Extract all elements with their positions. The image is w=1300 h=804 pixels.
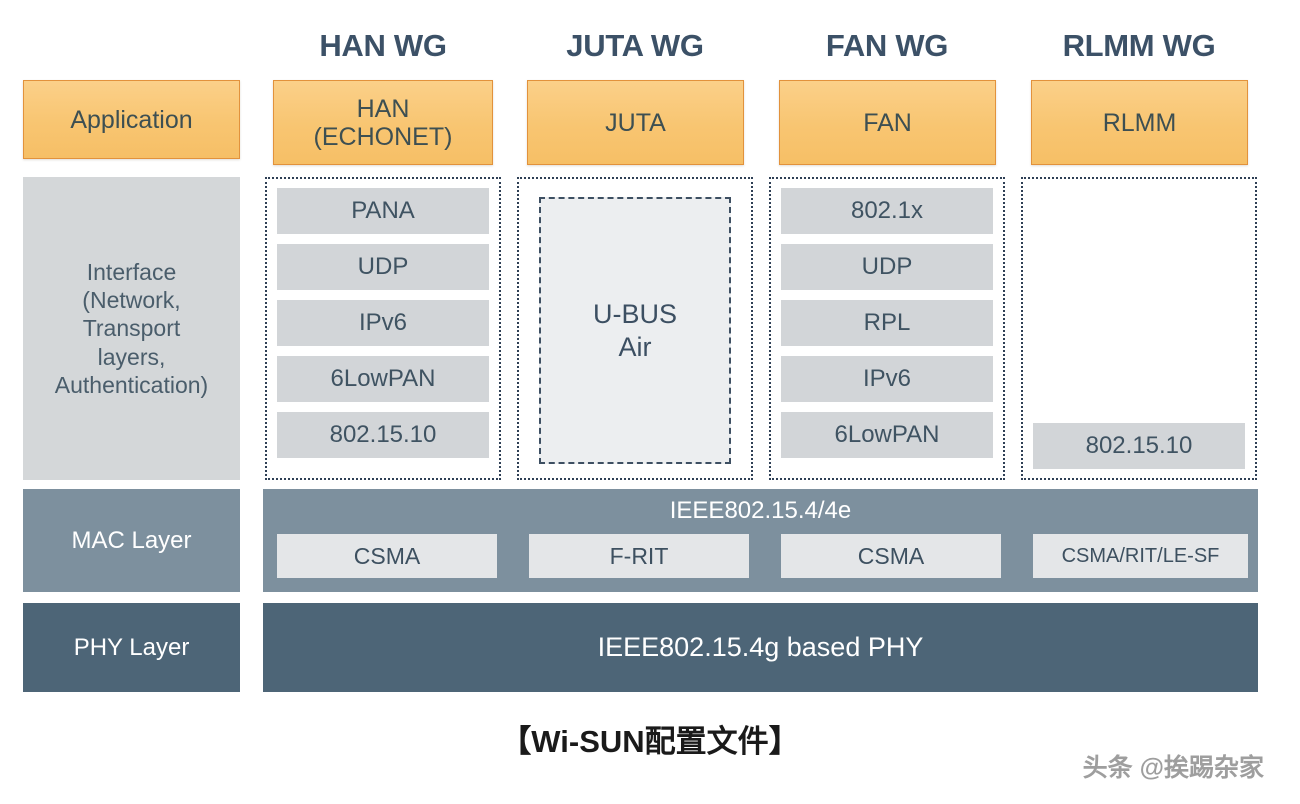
app-box-juta: JUTA [527, 80, 744, 165]
stack-column-han: PANA UDP IPv6 6LowPAN 802.15.10 [265, 177, 501, 480]
stack-column-rlmm: 802.15.10 [1021, 177, 1257, 480]
phy-layer-label-box: PHY Layer [23, 603, 240, 692]
stack-inner-han: PANA UDP IPv6 6LowPAN 802.15.10 [277, 188, 489, 469]
proto-box-fan-2: RPL [781, 300, 993, 346]
proto-box-fan-4: 6LowPAN [781, 412, 993, 458]
mac-bar-title: IEEE802.15.4/4e [669, 497, 852, 524]
app-box-han-text: HAN (ECHONET) [314, 95, 453, 151]
juta-panel-line2: Air [618, 331, 652, 362]
interface-line-2: (Network, [82, 287, 181, 314]
juta-ubus-air-panel: U-BUS Air [539, 197, 731, 464]
proto-box-fan-0: 802.1x [781, 188, 993, 234]
proto-box-han-3: 6LowPAN [277, 356, 489, 402]
mac-sub-rlmm: CSMA/RIT/LE-SF [1033, 534, 1248, 578]
stack-column-fan: 802.1x UDP RPL IPv6 6LowPAN [769, 177, 1005, 480]
phy-layer-label-text: PHY Layer [73, 633, 190, 661]
application-label-text: Application [70, 105, 193, 134]
mac-layer-bar: IEEE802.15.4/4e CSMA F-RIT CSMA CSMA/RIT… [263, 489, 1258, 592]
app-box-han: HAN (ECHONET) [273, 80, 493, 165]
wg-title-rlmm: RLMM WG [1062, 28, 1216, 63]
app-box-rlmm-text: RLMM [1102, 108, 1177, 137]
phy-bar-title: IEEE802.15.4g based PHY [597, 632, 924, 662]
juta-panel-text: U-BUS Air [593, 298, 677, 363]
interface-line-5: Authentication) [54, 371, 209, 398]
interface-label-text: Interface (Network, Transport layers, Au… [55, 258, 208, 398]
proto-box-fan-3: IPv6 [781, 356, 993, 402]
juta-panel-line1: U-BUS [592, 299, 677, 330]
proto-box-han-2: IPv6 [277, 300, 489, 346]
wg-title-han: HAN WG [319, 28, 447, 63]
proto-box-han-0: PANA [277, 188, 489, 234]
stack-inner-rlmm: 802.15.10 [1033, 188, 1245, 469]
app-box-fan: FAN [779, 80, 996, 165]
app-box-juta-text: JUTA [605, 108, 666, 137]
diagram-caption: 【Wi-SUN配置文件】 [500, 724, 800, 759]
mac-layer-label-box: MAC Layer [23, 489, 240, 592]
mac-sub-juta: F-RIT [529, 534, 749, 578]
app-box-rlmm: RLMM [1031, 80, 1248, 165]
proto-box-fan-1: UDP [781, 244, 993, 290]
proto-box-han-1: UDP [277, 244, 489, 290]
mac-layer-label-text: MAC Layer [71, 526, 192, 554]
interface-line-1: Interface [86, 259, 177, 286]
stack-inner-fan: 802.1x UDP RPL IPv6 6LowPAN [781, 188, 993, 469]
app-box-han-line1: HAN [356, 94, 410, 123]
wg-title-fan: FAN WG [825, 28, 949, 63]
watermark-text: 头条 @挨踢杂家 [1082, 754, 1264, 782]
mac-sub-fan: CSMA [781, 534, 1001, 578]
proto-box-han-4: 802.15.10 [277, 412, 489, 458]
application-label-box: Application [23, 80, 240, 159]
interface-line-4: layers, [97, 343, 166, 370]
interface-label-box: Interface (Network, Transport layers, Au… [23, 177, 240, 480]
wg-title-juta: JUTA WG [566, 28, 704, 63]
proto-box-rlmm-0: 802.15.10 [1033, 423, 1245, 469]
stack-column-juta: U-BUS Air [517, 177, 753, 480]
interface-line-3: Transport [82, 315, 181, 342]
app-box-han-line2: (ECHONET) [313, 122, 453, 151]
app-box-fan-text: FAN [863, 108, 912, 137]
phy-layer-bar: IEEE802.15.4g based PHY [263, 603, 1258, 692]
mac-sub-han: CSMA [277, 534, 497, 578]
